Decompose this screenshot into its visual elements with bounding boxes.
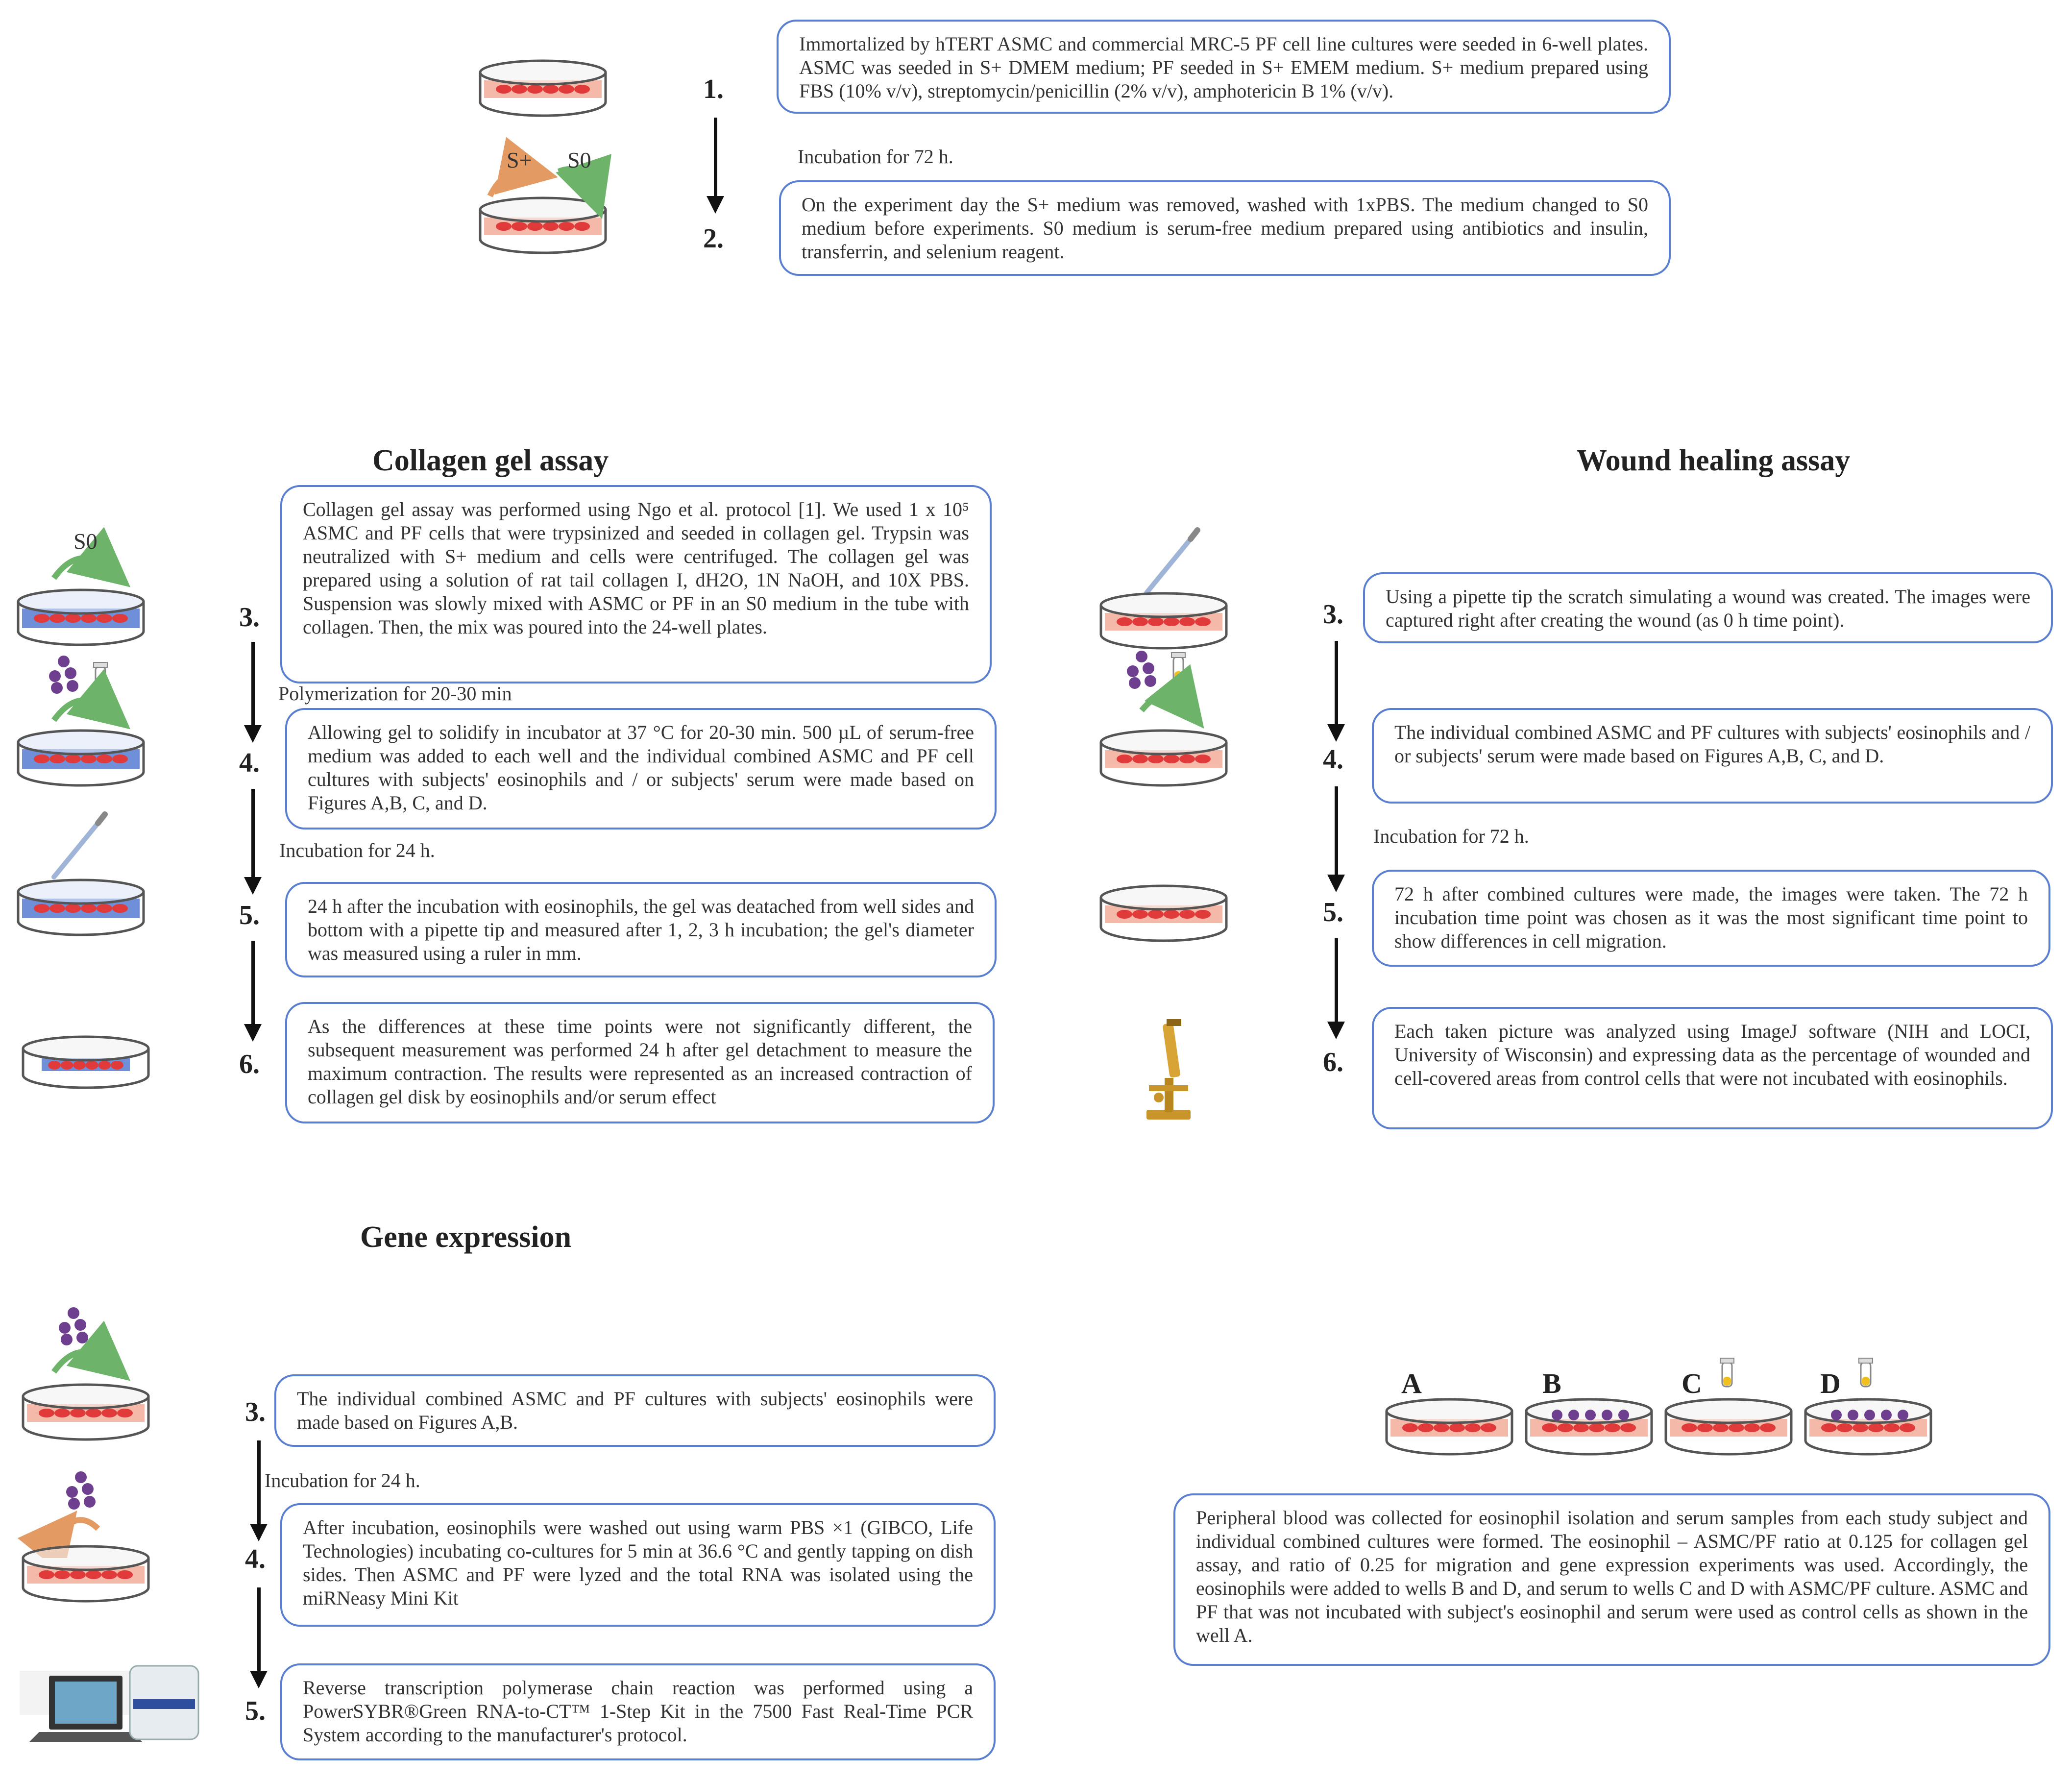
collagen-arrow-4-5 <box>251 789 255 882</box>
pcr-system-icon <box>20 1665 199 1742</box>
collagen-step4-text: Allowing gel to solidify in incubator at… <box>308 721 974 814</box>
collagen-step6-text: As the differences at these time points … <box>308 1015 972 1108</box>
dish-step1 <box>480 61 606 116</box>
collagen-arrow-5-6 <box>251 941 255 1029</box>
wound-step6-box: Each taken picture was analyzed using Im… <box>1372 1007 2053 1129</box>
collagen-step-number-5: 5. <box>239 900 260 930</box>
collagen-arrowhead-5-6 <box>244 1024 262 1042</box>
gene-heading: Gene expression <box>360 1220 572 1254</box>
wound-arrow-5-6 <box>1335 938 1338 1026</box>
collagen-step-number-4: 4. <box>239 748 260 778</box>
step1-text: Immortalized by hTERT ASMC and commercia… <box>799 33 1648 102</box>
collagen-step5-box: 24 h after the incubation with eosinophi… <box>285 882 997 977</box>
gene-step3-text: The individual combined ASMC and PF cult… <box>297 1388 973 1433</box>
incubation-72h-top: Incubation for 72 h. <box>798 146 953 168</box>
gene-step-number-4: 4. <box>245 1544 266 1574</box>
wound-incubation-note: Incubation for 72 h. <box>1373 825 1529 847</box>
collagen-step4-box: Allowing gel to solidify in incubator at… <box>285 708 997 830</box>
wells-description-box: Peripheral blood was collected for eosin… <box>1173 1493 2050 1666</box>
wound-step4-box: The individual combined ASMC and PF cult… <box>1372 708 2053 804</box>
gene-step5-text: Reverse transcription polymerase chain r… <box>303 1677 973 1746</box>
collagen-step3-text: Collagen gel assay was performed using N… <box>303 498 969 638</box>
step-number-1: 1. <box>703 74 724 104</box>
collagen-step5-text: 24 h after the incubation with eosinophi… <box>308 895 974 964</box>
collagen-arrowhead-3-4 <box>244 725 262 743</box>
arrow-1-2 <box>714 118 717 201</box>
gene-arrow-4-5 <box>257 1587 261 1676</box>
gene-arrow-3-4 <box>257 1440 261 1529</box>
step2-text: On the experiment day the S+ medium was … <box>802 194 1648 263</box>
wound-step3-text: Using a pipette tip the scratch simulati… <box>1386 586 2030 631</box>
arrowhead-1-2 <box>707 196 724 214</box>
collagen-heading: Collagen gel assay <box>372 444 609 477</box>
collagen-step-number-3: 3. <box>239 602 260 633</box>
label-s0: S0 <box>567 147 591 172</box>
well-label-c: C <box>1682 1367 1702 1399</box>
well-label-d: D <box>1820 1367 1841 1399</box>
step1-box: Immortalized by hTERT ASMC and commercia… <box>777 20 1671 114</box>
gene-incubation-note: Incubation for 24 h. <box>265 1469 420 1491</box>
label-splus: S+ <box>507 147 532 172</box>
gene-step-number-5: 5. <box>245 1696 266 1726</box>
collagen-step-number-6: 6. <box>239 1049 260 1079</box>
step2-box: On the experiment day the S+ medium was … <box>779 180 1671 276</box>
label-s0-collagen: S0 <box>73 529 98 554</box>
wound-step4-text: The individual combined ASMC and PF cult… <box>1394 721 2030 767</box>
gene-step-number-3: 3. <box>245 1397 266 1427</box>
microscope-icon <box>1146 1019 1191 1120</box>
collagen-arrowhead-4-5 <box>244 877 262 895</box>
collagen-incubation-note: Incubation for 24 h. <box>279 839 435 861</box>
gene-step5-box: Reverse transcription polymerase chain r… <box>280 1663 996 1760</box>
wound-step5-text: 72 h after combined cultures were made, … <box>1394 883 2028 952</box>
wound-arrowhead-4-5 <box>1327 875 1345 892</box>
collagen-step3-box: Collagen gel assay was performed using N… <box>280 485 992 683</box>
collagen-polymerization-note: Polymerization for 20-30 min <box>278 683 512 705</box>
wound-arrowhead-3-4 <box>1327 724 1345 742</box>
wound-arrow-3-4 <box>1335 641 1338 729</box>
collagen-step6-box: As the differences at these time points … <box>285 1002 995 1123</box>
wound-heading: Wound healing assay <box>1577 444 1851 477</box>
wound-step5-box: 72 h after combined cultures were made, … <box>1372 870 2050 967</box>
dish-step2 <box>480 198 606 253</box>
wound-step-number-5: 5. <box>1323 897 1343 927</box>
gene-step3-box: The individual combined ASMC and PF cult… <box>274 1374 996 1447</box>
gene-arrowhead-3-4 <box>250 1524 268 1541</box>
gene-step4-box: After incubation, eosinophils were washe… <box>280 1503 996 1627</box>
wound-step6-text: Each taken picture was analyzed using Im… <box>1394 1020 2030 1089</box>
well-label-a: A <box>1401 1367 1422 1399</box>
collagen-arrow-3-4 <box>251 642 255 730</box>
gene-step4-text: After incubation, eosinophils were washe… <box>303 1516 973 1609</box>
wound-step-number-3: 3. <box>1323 599 1343 630</box>
wound-step-number-4: 4. <box>1323 744 1343 775</box>
wound-arrowhead-5-6 <box>1327 1022 1345 1039</box>
wound-step-number-6: 6. <box>1323 1047 1343 1077</box>
gene-arrowhead-4-5 <box>250 1671 268 1688</box>
wound-arrow-4-5 <box>1335 786 1338 879</box>
wound-step3-box: Using a pipette tip the scratch simulati… <box>1363 572 2053 643</box>
step-number-2: 2. <box>703 223 724 254</box>
wells-description-text: Peripheral blood was collected for eosin… <box>1196 1507 2028 1646</box>
well-label-b: B <box>1542 1367 1561 1399</box>
